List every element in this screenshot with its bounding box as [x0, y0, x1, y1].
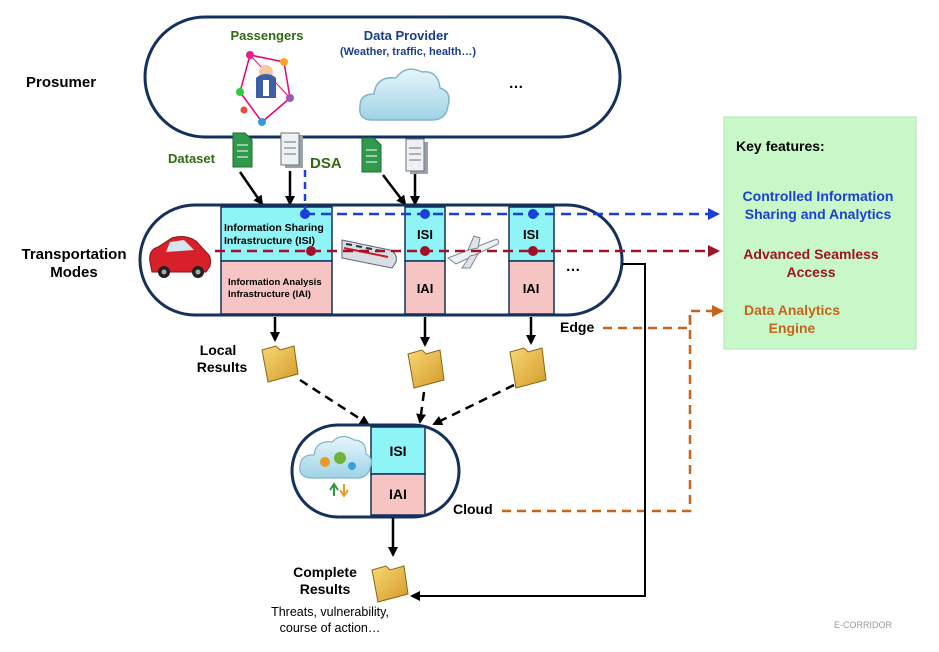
dsa-label: DSA [310, 155, 342, 172]
folder-icon [261, 345, 299, 383]
watermark: E-CORRIDOR [834, 620, 892, 630]
transport-ellipsis: … [566, 258, 581, 275]
dataset-document-icon [232, 132, 253, 168]
edge-label: Edge [560, 319, 594, 335]
iai-block [508, 260, 555, 315]
folder-icon [371, 565, 409, 603]
cloud-isi-block [370, 426, 426, 475]
dataset-label: Dataset [168, 151, 216, 166]
feature-controlled-sharing-line1: Controlled Information [743, 188, 894, 204]
dataset-document-icon [361, 137, 382, 173]
dataset-arrow [382, 174, 407, 206]
iai-short-label: IAI [417, 281, 434, 296]
feature-analytics-engine-line1: Data Analytics [744, 302, 840, 318]
prosumer-capsule [143, 15, 622, 139]
passengers-network-icon [236, 51, 294, 126]
cloud-computing-icon [299, 435, 372, 498]
transportation-row-label-line1: Transportation [21, 246, 126, 263]
dsa-document-icon [405, 138, 428, 174]
iai-block [220, 260, 333, 315]
key-features-panel [723, 116, 917, 350]
edge-analytics-arrow [603, 305, 724, 330]
train-icon [341, 239, 397, 269]
key-features-title: Key features: [736, 138, 825, 154]
local-to-cloud-arrow [299, 378, 370, 426]
folder-icon [509, 347, 547, 389]
cloud-iai-label: IAI [389, 486, 407, 502]
local-results-label-line2: Results [197, 359, 248, 375]
feature-seamless-access-line1: Advanced Seamless [743, 246, 879, 262]
complete-results-label-line1: Complete [293, 564, 357, 580]
iai-block [404, 260, 446, 315]
data-provider-sub-label: (Weather, traffic, health…) [340, 46, 476, 58]
iai-full-label-line2: Infrastructure (IAI) [228, 289, 311, 300]
cloud-isi-label: ISI [389, 443, 406, 459]
local-to-cloud-arrow [432, 383, 515, 426]
isi-short-label: ISI [417, 227, 433, 242]
cloud-analytics-link [502, 312, 692, 513]
complete-results-desc-line2: course of action… [280, 621, 381, 635]
isi-full-label-line1: Information Sharing [224, 222, 324, 234]
prosumer-ellipsis: … [509, 75, 524, 92]
folder-icon [407, 349, 445, 389]
data-provider-cloud-icon [359, 68, 450, 121]
car-icon [149, 236, 211, 278]
feature-analytics-engine-line2: Engine [769, 320, 816, 336]
local-to-cloud-arrow [416, 391, 427, 424]
iai-full-label-line1: Information Analysis [228, 277, 322, 288]
prosumer-row-label: Prosumer [26, 74, 96, 91]
dsa-document-icon [280, 132, 303, 168]
complete-results-desc-line1: Threats, vulnerability, [271, 605, 389, 619]
transportation-row-label-line2: Modes [50, 264, 98, 281]
isi-full-label-line2: Infrastructure (ISI) [224, 235, 315, 247]
isi-short-label: ISI [523, 227, 539, 242]
data-provider-label: Data Provider [364, 28, 449, 43]
cloud-iai-block [370, 473, 426, 516]
feature-seamless-access-line2: Access [786, 264, 835, 280]
local-results-label-line1: Local [200, 342, 237, 358]
complete-results-label-line2: Results [300, 581, 351, 597]
passengers-label: Passengers [231, 28, 304, 43]
feature-controlled-sharing-line2: Sharing and Analytics [745, 206, 892, 222]
edge-to-complete-results-arrow [410, 263, 646, 601]
dataset-arrow [238, 171, 264, 206]
cloud-label: Cloud [453, 501, 493, 517]
iai-short-label: IAI [523, 281, 540, 296]
